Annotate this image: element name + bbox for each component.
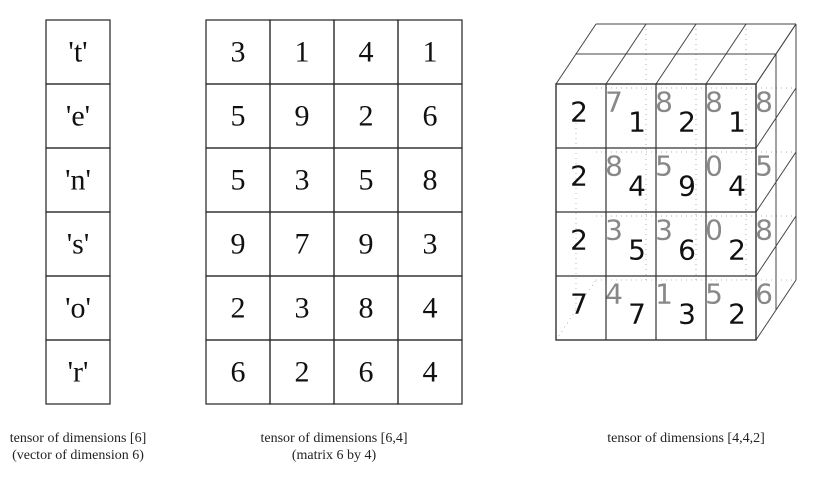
cube-front-value-0-2: 2 <box>678 106 696 139</box>
matrix-value-3-2: 9 <box>359 228 374 261</box>
matrix-value-1-0: 5 <box>231 100 246 133</box>
cube-back-value-1-0: 8 <box>605 150 623 183</box>
matrix-value-2-3: 8 <box>423 164 438 197</box>
cube-back-value-2-1: 3 <box>655 214 673 247</box>
matrix-value-5-2: 6 <box>359 356 374 389</box>
cube-front-value-0-1: 1 <box>628 106 646 139</box>
matrix-value-4-0: 2 <box>231 292 246 325</box>
cube-front-value-3-0: 7 <box>570 288 588 321</box>
vector-value-4: 'o' <box>65 292 91 325</box>
cube-front-value-2-1: 5 <box>628 234 646 267</box>
cube-back-value-2-3: 8 <box>755 214 773 247</box>
matrix-value-3-3: 3 <box>423 228 438 261</box>
cube-back-value-3-0: 4 <box>605 278 623 311</box>
cube-front-value-1-0: 2 <box>570 160 588 193</box>
vector-caption: tensor of dimensions [6] (vector of dime… <box>0 430 158 464</box>
vector-value-0: 't' <box>68 36 87 69</box>
cube-back-value-0-3: 8 <box>755 86 773 119</box>
vector-caption-line2: (vector of dimension 6) <box>12 448 144 463</box>
cube-front-value-2-2: 6 <box>678 234 696 267</box>
matrix-value-0-3: 1 <box>423 36 438 69</box>
matrix-value-5-1: 2 <box>295 356 310 389</box>
cube-back-value-3-3: 6 <box>755 278 773 311</box>
cube-back-value-3-1: 1 <box>655 278 673 311</box>
matrix-value-3-1: 7 <box>295 228 310 261</box>
cube-front-value-0-3: 1 <box>728 106 746 139</box>
matrix-value-4-1: 3 <box>295 292 310 325</box>
cube-front-value-1-3: 4 <box>728 170 746 203</box>
matrix-value-1-3: 6 <box>423 100 438 133</box>
cube-front-value-1-2: 9 <box>678 170 696 203</box>
matrix-caption: tensor of dimensions [6,4] (matrix 6 by … <box>234 430 434 464</box>
vector-value-3: 's' <box>67 228 90 261</box>
matrix-value-0-1: 1 <box>295 36 310 69</box>
cube-back-value-1-3: 5 <box>755 150 773 183</box>
matrix-value-2-0: 5 <box>231 164 246 197</box>
cube-caption: tensor of dimensions [4,4,2] <box>566 430 806 447</box>
cube-back-value-0-2: 8 <box>705 86 723 119</box>
cube-front-value-0-0: 2 <box>570 96 588 129</box>
vector-value-5: 'r' <box>68 356 89 389</box>
matrix-value-0-2: 4 <box>359 36 374 69</box>
cube-back-value-2-0: 3 <box>605 214 623 247</box>
cube-front-value-3-2: 3 <box>678 298 696 331</box>
matrix-value-0-0: 3 <box>231 36 246 69</box>
cube-back-value-3-2: 5 <box>705 278 723 311</box>
matrix-value-5-3: 4 <box>423 356 438 389</box>
matrix-value-4-3: 4 <box>423 292 438 325</box>
matrix-value-4-2: 8 <box>359 292 374 325</box>
vector-cell-5 <box>45 339 111 405</box>
vector-value-1: 'e' <box>66 100 90 133</box>
cube-front-value-1-1: 4 <box>628 170 646 203</box>
matrix-value-2-1: 3 <box>295 164 310 197</box>
cube-front-value-2-3: 2 <box>728 234 746 267</box>
cube-hidden-edge-1 <box>555 279 597 341</box>
cube-back-value-0-0: 7 <box>605 86 623 119</box>
cube-front-value-3-3: 2 <box>728 298 746 331</box>
matrix-value-3-0: 9 <box>231 228 246 261</box>
matrix-value-2-2: 5 <box>359 164 374 197</box>
vector-caption-line1: tensor of dimensions [6] <box>9 431 147 446</box>
cube-front-value-2-0: 2 <box>570 224 588 257</box>
cube-back-value-1-2: 0 <box>705 150 723 183</box>
cube-back-value-1-1: 5 <box>655 150 673 183</box>
matrix-value-1-1: 9 <box>295 100 310 133</box>
cube-front-value-3-1: 7 <box>628 298 646 331</box>
cube-back-value-0-1: 8 <box>655 86 673 119</box>
cube-back-value-2-2: 0 <box>705 214 723 247</box>
matrix-value-1-2: 2 <box>359 100 374 133</box>
matrix-caption-line2: (matrix 6 by 4) <box>291 448 377 463</box>
matrix-cell-5-3 <box>397 339 463 405</box>
cube-caption-line1: tensor of dimensions [4,4,2] <box>607 431 765 446</box>
matrix-value-5-0: 6 <box>231 356 246 389</box>
vector-value-2: 'n' <box>65 164 91 197</box>
matrix-caption-line1: tensor of dimensions [6,4] <box>260 431 408 446</box>
